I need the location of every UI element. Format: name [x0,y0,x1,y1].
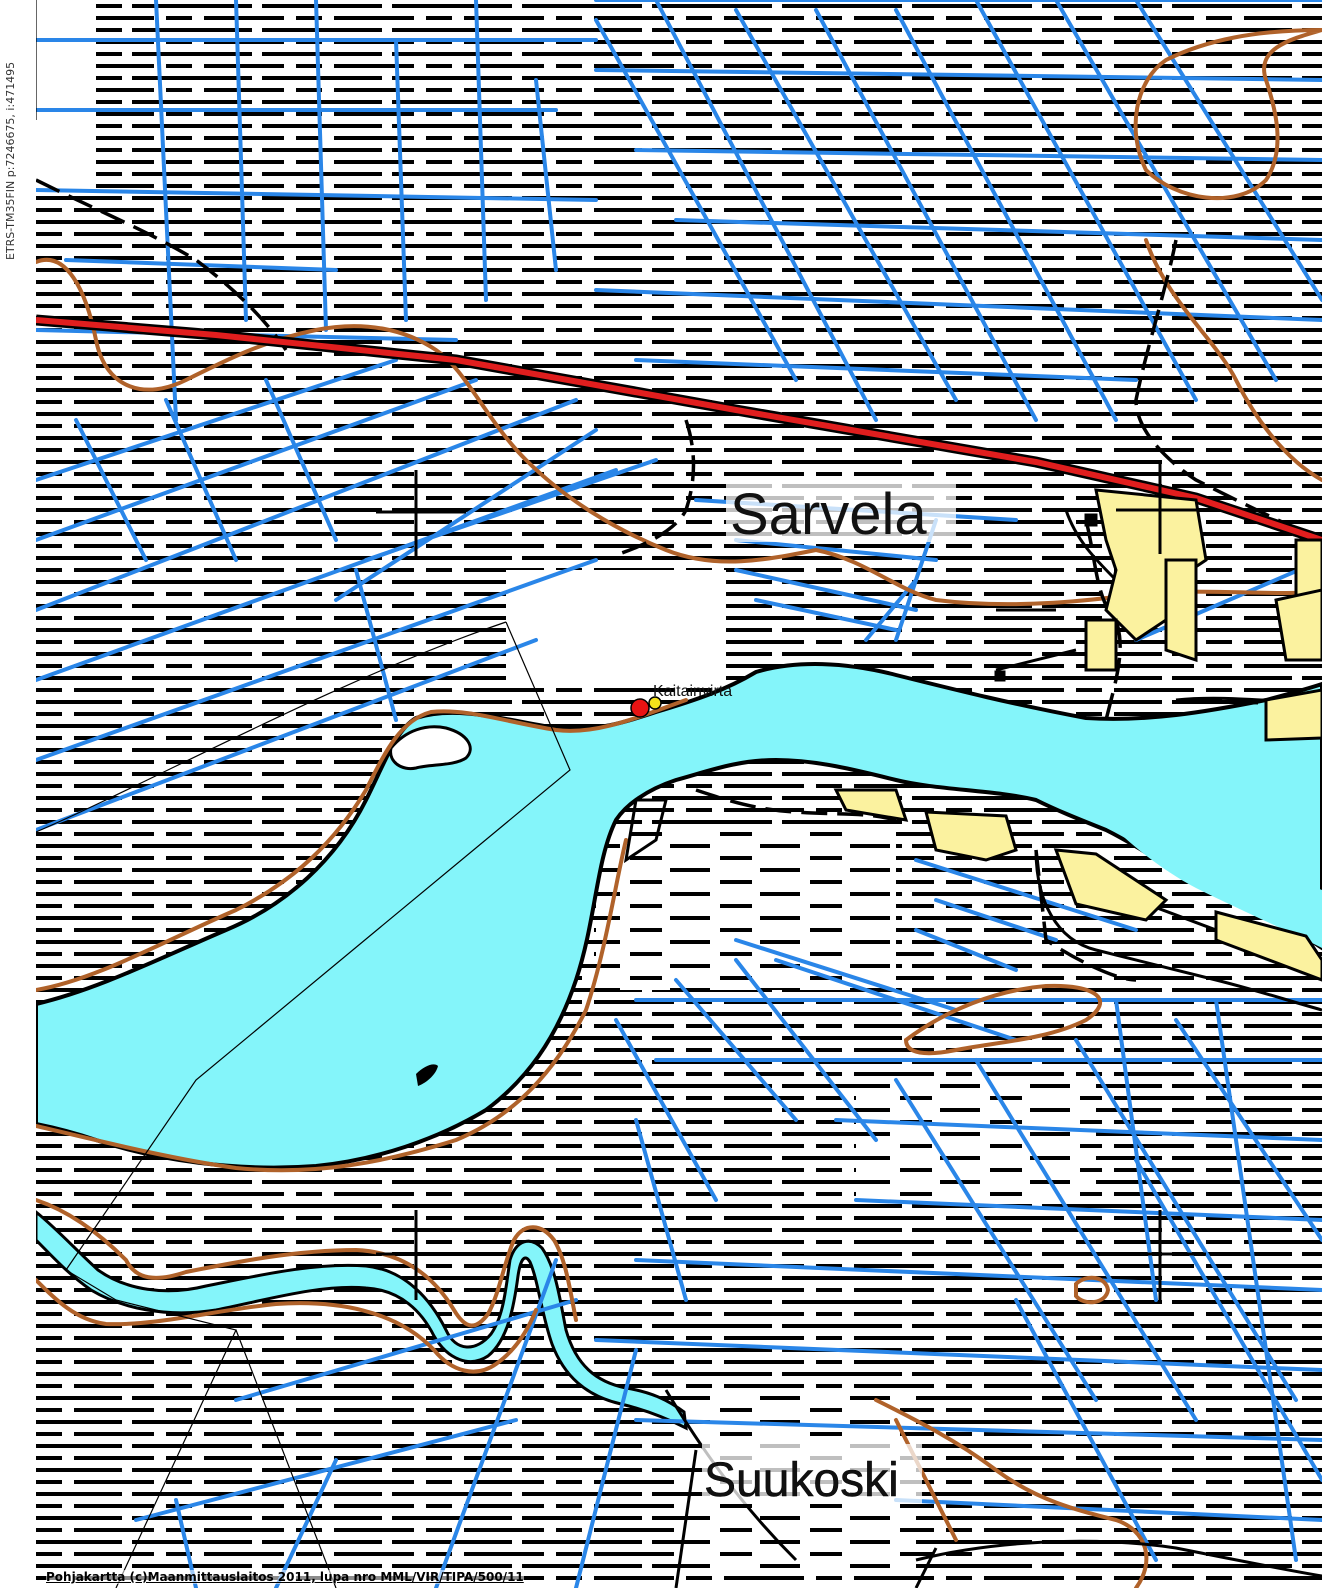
marker-red[interactable] [630,698,650,718]
highway [36,314,1322,546]
contour-lines [36,28,1322,1588]
site-markers[interactable] [630,696,662,718]
place-labels: Sarvela Kaitainvirta Suukoski [653,476,956,1507]
buildings [833,488,1322,982]
river-water[interactable] [36,662,1322,1431]
marker-yellow[interactable] [648,696,662,710]
place-label-sarvela[interactable]: Sarvela [730,482,927,547]
area-boundary [36,0,571,1588]
ditch-network [36,0,1322,1588]
coordinates-label: ETRS-TM35FIN p:7246675, i:471495 [4,61,17,260]
map-frame[interactable]: Sarvela Kaitainvirta Suukoski [36,0,1322,1588]
copyright-notice: Pohjakartta (c)Maanmittauslaitos 2011, l… [46,1570,524,1584]
grid-crosses [376,464,1206,1300]
place-label-suukoski[interactable]: Suukoski [704,1454,899,1508]
place-label-kaitainvirta[interactable]: Kaitainvirta [653,683,732,700]
map-canvas[interactable]: Sarvela Kaitainvirta Suukoski [36,0,1322,1588]
